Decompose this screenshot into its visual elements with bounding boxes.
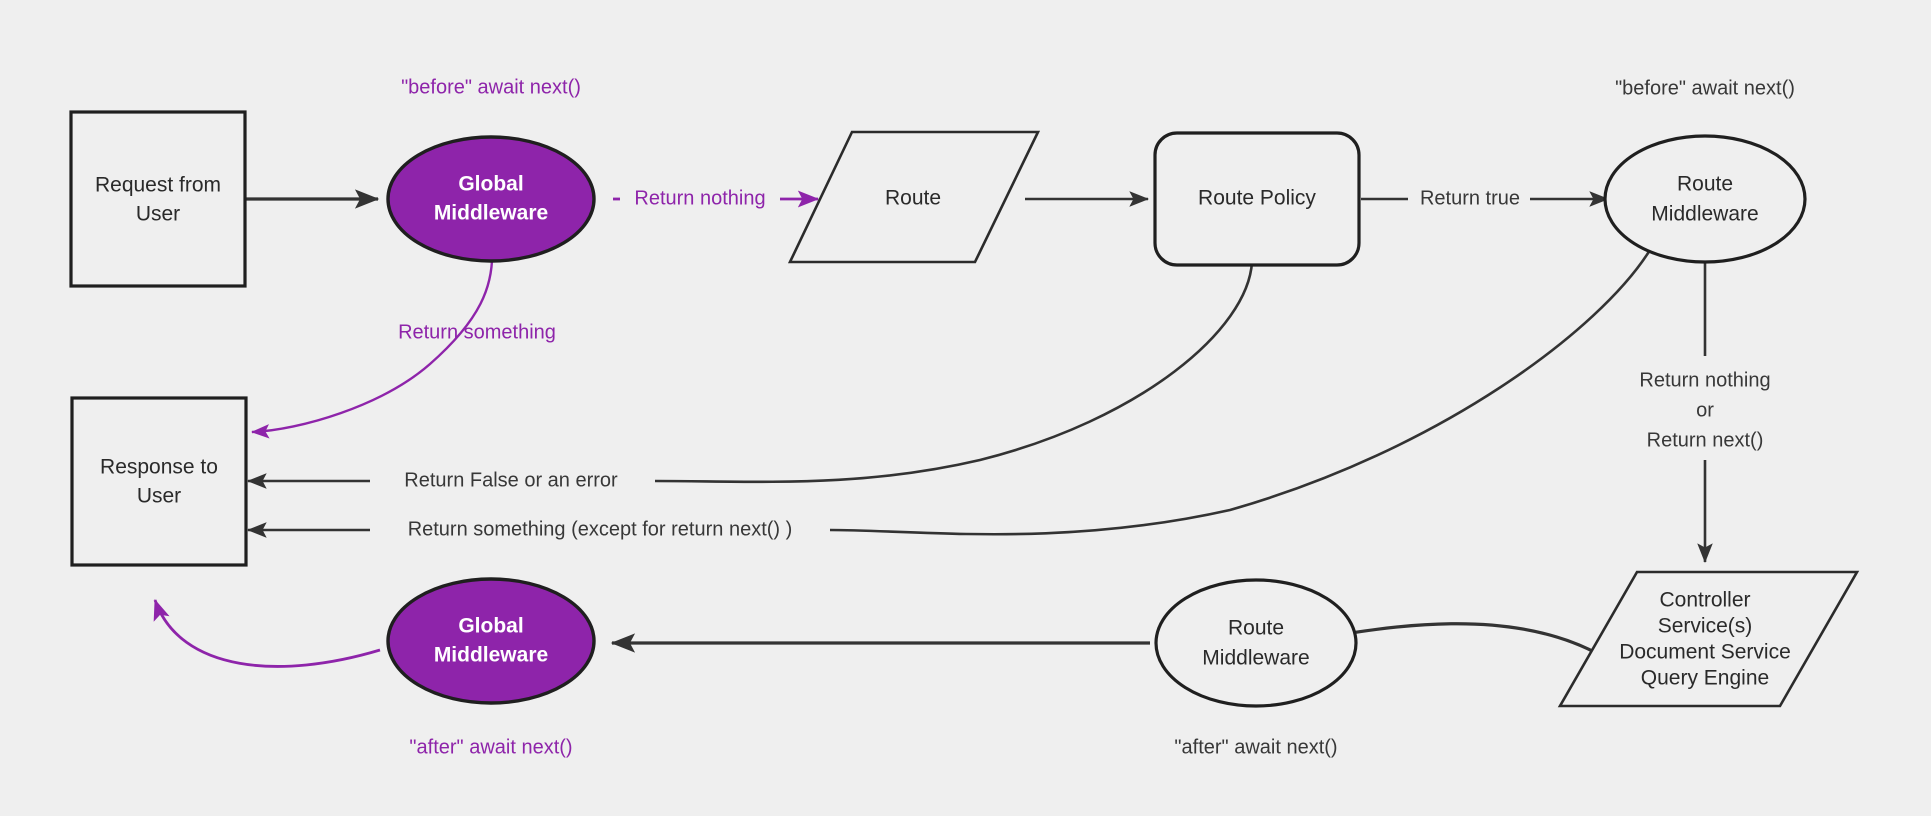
node-controller-services[interactable]: Controller Service(s) Document Service Q… — [1557, 570, 1860, 708]
node-route[interactable]: Route — [787, 130, 1041, 264]
node-response-label-line1: Response to — [100, 456, 218, 479]
node-controller-label-line3: Document Service — [1619, 641, 1791, 664]
edge-label-return-something-except: Return something (except for return next… — [408, 518, 793, 540]
edge-label-return-true: Return true — [1420, 187, 1520, 209]
node-controller-label-line2: Service(s) — [1658, 615, 1753, 638]
node-controller-label-line4: Query Engine — [1641, 667, 1769, 690]
edge-label-return-nothing-branch-2: or — [1696, 399, 1714, 421]
annotation-after-await-next-global: "after" await next() — [409, 736, 572, 758]
node-global-middleware-before[interactable]: Global Middleware — [386, 135, 596, 263]
node-route-policy-label: Route Policy — [1198, 187, 1316, 210]
node-controller-label-line1: Controller — [1659, 589, 1750, 612]
node-route-middleware-before-label-line1: Route — [1677, 173, 1733, 196]
node-response-label-line2: User — [137, 485, 181, 508]
edge-global-middleware-return-something-to-response — [251, 247, 494, 439]
node-global-middleware-after-label-line1: Global — [458, 615, 523, 638]
edge-route-policy-to-response-curve — [654, 261, 1254, 484]
edge-label-return-false-or-error: Return False or an error — [404, 469, 618, 491]
node-route-middleware-after-label-line2: Middleware — [1202, 647, 1309, 670]
node-route-label: Route — [885, 187, 941, 210]
node-route-middleware-before-label-line2: Middleware — [1651, 203, 1758, 226]
node-route-middleware-before[interactable]: Route Middleware — [1603, 134, 1807, 264]
node-global-middleware-before-label-line1: Global — [458, 173, 523, 196]
annotation-after-await-next-route: "after" await next() — [1174, 736, 1337, 758]
node-global-middleware-before-label-line2: Middleware — [434, 202, 548, 225]
node-route-middleware-after[interactable]: Route Middleware — [1154, 578, 1358, 708]
node-route-middleware-after-label-line1: Route — [1228, 617, 1284, 640]
node-request-label-line2: User — [136, 203, 180, 226]
node-response-to-user[interactable]: Response to User — [70, 396, 248, 567]
node-global-middleware-after-label-line2: Middleware — [434, 644, 548, 667]
edge-label-return-nothing-branch-1: Return nothing — [1639, 369, 1770, 391]
annotation-before-await-next-global: "before" await next() — [401, 76, 581, 98]
edge-label-return-something: Return something — [398, 321, 556, 343]
node-route-policy[interactable]: Route Policy — [1153, 131, 1361, 267]
node-request-from-user[interactable]: Request from User — [69, 110, 247, 288]
node-global-middleware-after[interactable]: Global Middleware — [386, 577, 596, 705]
edge-label-return-nothing-branch-3: Return next() — [1647, 429, 1764, 451]
edge-global-middleware-after-to-response — [153, 598, 381, 668]
edge-label-return-nothing: Return nothing — [634, 187, 765, 209]
annotation-before-await-next-route: "before" await next() — [1615, 77, 1795, 99]
node-request-label-line1: Request from — [95, 174, 221, 197]
edge-route-middleware-to-response-curve — [829, 249, 1652, 536]
